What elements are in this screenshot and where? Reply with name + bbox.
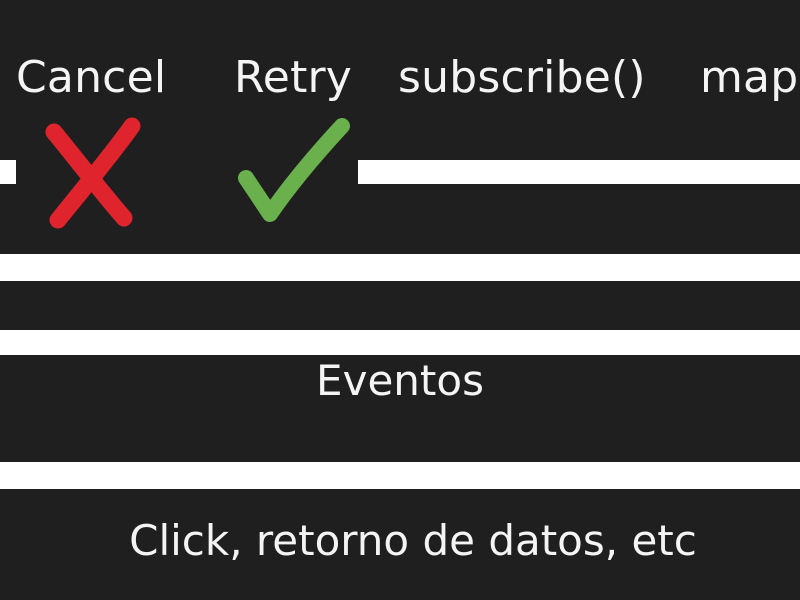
divider-band <box>0 462 800 489</box>
timeline-segment-right <box>358 160 800 184</box>
retry-label: Retry <box>234 52 353 103</box>
map-label: map <box>700 52 799 103</box>
divider-band <box>0 330 800 355</box>
cancel-label: Cancel <box>16 52 167 103</box>
events-title: Eventos <box>316 356 484 405</box>
events-examples: Click, retorno de datos, etc <box>129 516 697 565</box>
timeline-stub-left <box>0 160 16 184</box>
check-mark-icon <box>238 118 350 222</box>
cross-mark-icon <box>45 117 141 229</box>
subscribe-label: subscribe() <box>398 52 646 103</box>
divider-band <box>0 254 800 281</box>
